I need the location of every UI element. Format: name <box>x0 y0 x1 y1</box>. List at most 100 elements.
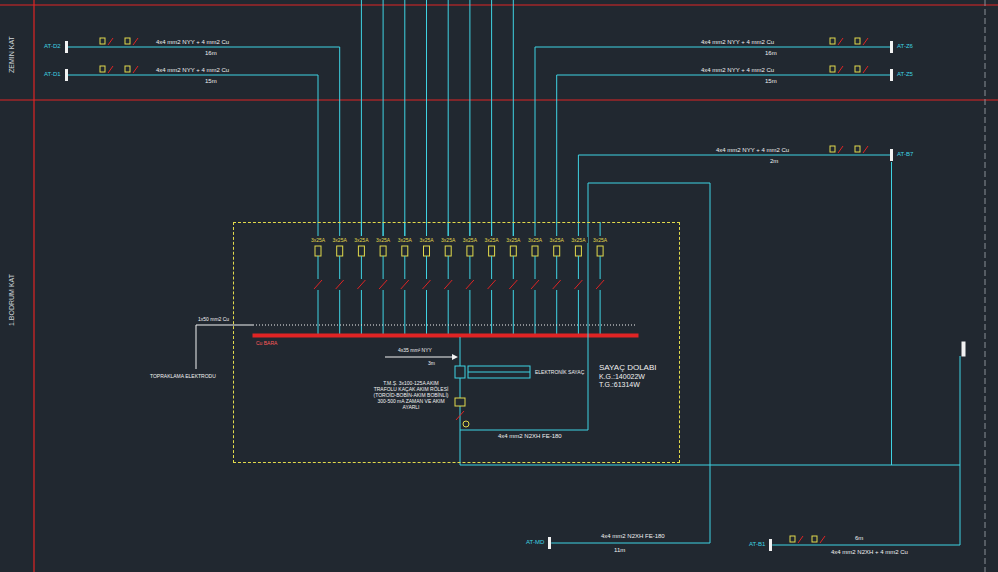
feeder-line <box>535 256 536 279</box>
cable-length: 15m <box>765 78 777 85</box>
switch-symbol <box>855 146 860 152</box>
cabinet-text: SAYAÇ DOLABI <box>599 363 675 373</box>
riser-line <box>404 0 405 236</box>
panel-name: AT-Z5 <box>897 71 913 78</box>
breaker-contact <box>444 280 452 289</box>
sub-panel: AT-D2 <box>40 41 68 52</box>
breaker-symbol <box>337 246 343 256</box>
feeder-line <box>361 256 362 279</box>
breaker-rating: 3x25A <box>547 237 567 243</box>
meter-label: ELEKTRONİK SAYAÇ <box>535 369 584 375</box>
breaker-contact <box>574 280 582 289</box>
busbar-label: Cu BARA <box>256 340 277 346</box>
breaker-rating: 3x25A <box>417 237 437 243</box>
toroid-symbol <box>463 421 469 427</box>
switch-symbol <box>838 66 843 73</box>
breaker-rating: 3x25A <box>460 237 480 243</box>
breaker-symbol <box>467 246 473 256</box>
breaker-contact <box>596 280 604 289</box>
panel-name: AT-D1 <box>44 71 61 78</box>
switch-symbol <box>798 536 803 543</box>
meter-body <box>468 366 530 378</box>
cable-length: 2m <box>770 158 778 165</box>
main-breaker-contact <box>456 411 464 420</box>
cable-length: 16m <box>765 50 777 57</box>
switch-symbol <box>100 66 105 72</box>
feeder-line <box>318 290 319 335</box>
cable-spec: 4x4 mm2 NYY + 4 mm2 Cu <box>700 39 775 46</box>
earth-conductor <box>196 325 197 369</box>
sheet-border <box>985 0 986 572</box>
breaker-rating: 3x25A <box>351 237 371 243</box>
breaker-symbol <box>380 246 386 256</box>
breaker-note: T.M.Ş. 3x100-125A AKIM TRAFOLU KAÇAK AKI… <box>372 380 450 410</box>
feeder-line <box>513 290 514 335</box>
riser-line <box>891 162 892 465</box>
breaker-rating: 3x25A <box>503 237 523 243</box>
switch-symbol <box>108 66 113 73</box>
cable-length: 6m <box>855 535 863 542</box>
breaker-symbol <box>575 246 581 256</box>
feeder-line <box>383 290 384 335</box>
switch-symbol <box>863 38 868 45</box>
feeder-line <box>491 222 492 236</box>
cable-line <box>551 183 710 543</box>
floor-border <box>33 0 34 572</box>
switch-symbol <box>863 146 868 153</box>
breaker-contact <box>401 280 409 289</box>
feeder-line <box>448 222 449 236</box>
cabinet-text: T.G.:61314W <box>599 381 675 389</box>
feeder-line <box>318 256 319 279</box>
breaker-contact <box>423 280 431 289</box>
switch-symbol <box>133 66 138 73</box>
riser-line <box>491 0 492 236</box>
sub-panel: AT-MD <box>522 537 551 548</box>
feeder-line <box>578 290 579 335</box>
breaker-contact <box>488 280 496 289</box>
feeder-line <box>339 222 340 236</box>
breaker-symbol <box>554 246 560 256</box>
feeder-line <box>469 222 470 236</box>
cable-spec: 4x4 mm2 NYY + 4 mm2 Cu <box>155 39 230 46</box>
riser-line <box>361 0 362 236</box>
earth-conductor <box>253 325 636 326</box>
riser-line <box>513 0 514 236</box>
feeder-line <box>469 290 470 335</box>
feeder-line <box>426 256 427 279</box>
fire-pump-line <box>588 222 589 430</box>
earth-label: TOPRAKLAMA ELEKTRODU <box>150 373 216 379</box>
breaker-rating: 3x25A <box>330 237 350 243</box>
switch-symbol <box>820 536 825 543</box>
feeder-line <box>556 290 557 335</box>
feeder-line <box>361 222 362 236</box>
breaker-symbol <box>489 246 495 256</box>
cable-line <box>460 463 960 545</box>
feeder-line <box>578 222 579 236</box>
switch-symbol <box>838 146 843 153</box>
feeder-line <box>339 290 340 335</box>
breaker-contact <box>531 280 539 289</box>
feeder-line <box>318 222 319 236</box>
feeder-line <box>535 290 536 335</box>
cable-line <box>557 75 890 222</box>
feeder-line <box>404 256 405 279</box>
feeder-line <box>383 222 384 236</box>
cable-line <box>68 47 340 222</box>
panel-symbol <box>962 342 965 356</box>
floor-line <box>0 99 998 100</box>
cable-spec: 4x4 mm2 N2XH FE-180 <box>498 433 562 440</box>
breaker-symbol <box>315 246 321 256</box>
cable-length: 11m <box>614 547 625 554</box>
switch-symbol <box>838 38 843 45</box>
feeder-line <box>426 222 427 236</box>
breaker-contact <box>466 280 474 289</box>
cable-spec: 4x4 mm2 N2XH + 4 mm2 Cu <box>830 549 909 556</box>
breaker-rating: 3x25A <box>308 237 328 243</box>
feeder-line <box>448 290 449 335</box>
switch-symbol <box>830 146 835 152</box>
feeder-line <box>600 222 601 236</box>
feeder-line <box>535 222 536 236</box>
floor-label: ZEMIN KAT <box>8 37 16 74</box>
breaker-symbol <box>445 246 451 256</box>
